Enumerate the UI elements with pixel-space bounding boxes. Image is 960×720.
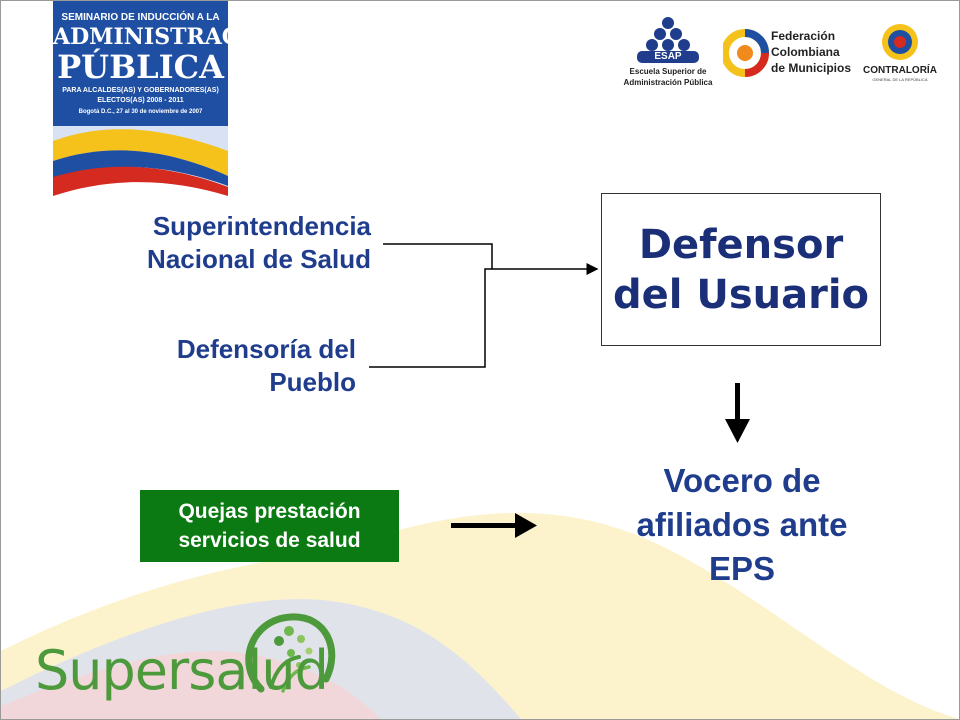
- defensor-label: Defensor del Usuario: [613, 220, 869, 320]
- fcm-line1: Federación: [771, 29, 836, 43]
- node-defensoria: Defensoría del Pueblo: [177, 333, 356, 399]
- banner-line4: PARA ALCALDES(AS) Y GOBERNADORES(AS): [62, 87, 219, 94]
- banner-line5: ELECTOS(AS) 2008 - 2011: [97, 97, 184, 104]
- vocero-line3: EPS: [708, 550, 776, 587]
- supersalud-swirl-icon: [245, 613, 336, 693]
- contraloria-logo: CONTRALORÍA GENERAL DE LA REPÚBLICA: [859, 21, 941, 83]
- node-superintendencia: Superintendencia Nacional de Salud: [147, 210, 371, 276]
- quejas-label: Quejas prestación servicios de salud: [178, 497, 360, 555]
- superintendencia-line2: Nacional de Salud: [147, 244, 371, 274]
- banner-line3: PÚBLICA: [57, 48, 224, 86]
- defensor-box: Defensor del Usuario: [601, 193, 881, 346]
- superintendencia-line1: Superintendencia: [152, 211, 371, 241]
- banner-line1: SEMINARIO DE INDUCCIÓN A LA: [61, 12, 220, 23]
- fcm-logo: Federación Colombiana de Municipios: [723, 23, 851, 83]
- esap-dots-icon: [637, 17, 699, 63]
- fcm-line2: Colombiana: [771, 45, 840, 59]
- connector-superintendencia: [383, 243, 493, 269]
- fcm-line3: de Municipios: [771, 61, 852, 75]
- vocero-line2: afiliados ante: [636, 506, 848, 543]
- esap-name-line1: Escuela Superior de: [629, 67, 707, 76]
- connector-defensoria: [369, 263, 599, 368]
- esap-name-line2: Administración Pública: [623, 78, 713, 87]
- quejas-line2: servicios de salud: [178, 529, 361, 552]
- supersalud-logo: Supersalud: [31, 609, 351, 709]
- fcm-swirl-icon: [723, 29, 769, 77]
- contraloria-emblem-icon: [882, 24, 918, 60]
- defensoria-line2: Pueblo: [269, 367, 356, 397]
- down-arrow: [725, 383, 750, 443]
- defensor-line2: del Usuario: [612, 271, 870, 318]
- banner-line6: Bogotá D.C., 27 al 30 de noviembre de 20…: [78, 109, 203, 115]
- contraloria-sub: GENERAL DE LA REPÚBLICA: [872, 77, 928, 82]
- right-arrow: [451, 513, 537, 538]
- defensoria-line1: Defensoría del: [176, 334, 356, 364]
- vocero-label: Vocero de afiliados ante EPS: [601, 459, 883, 591]
- quejas-line1: Quejas prestación: [178, 500, 361, 523]
- defensor-line1: Defensor: [638, 221, 844, 268]
- vocero-line1: Vocero de: [663, 462, 821, 499]
- supersalud-wordmark: Supersalud: [35, 639, 329, 702]
- esap-logo: ESAP Escuela Superior de Administración …: [619, 15, 717, 91]
- contraloria-name: CONTRALORÍA: [863, 65, 937, 76]
- quejas-box: Quejas prestación servicios de salud: [140, 490, 399, 562]
- esap-acronym: ESAP: [654, 51, 682, 62]
